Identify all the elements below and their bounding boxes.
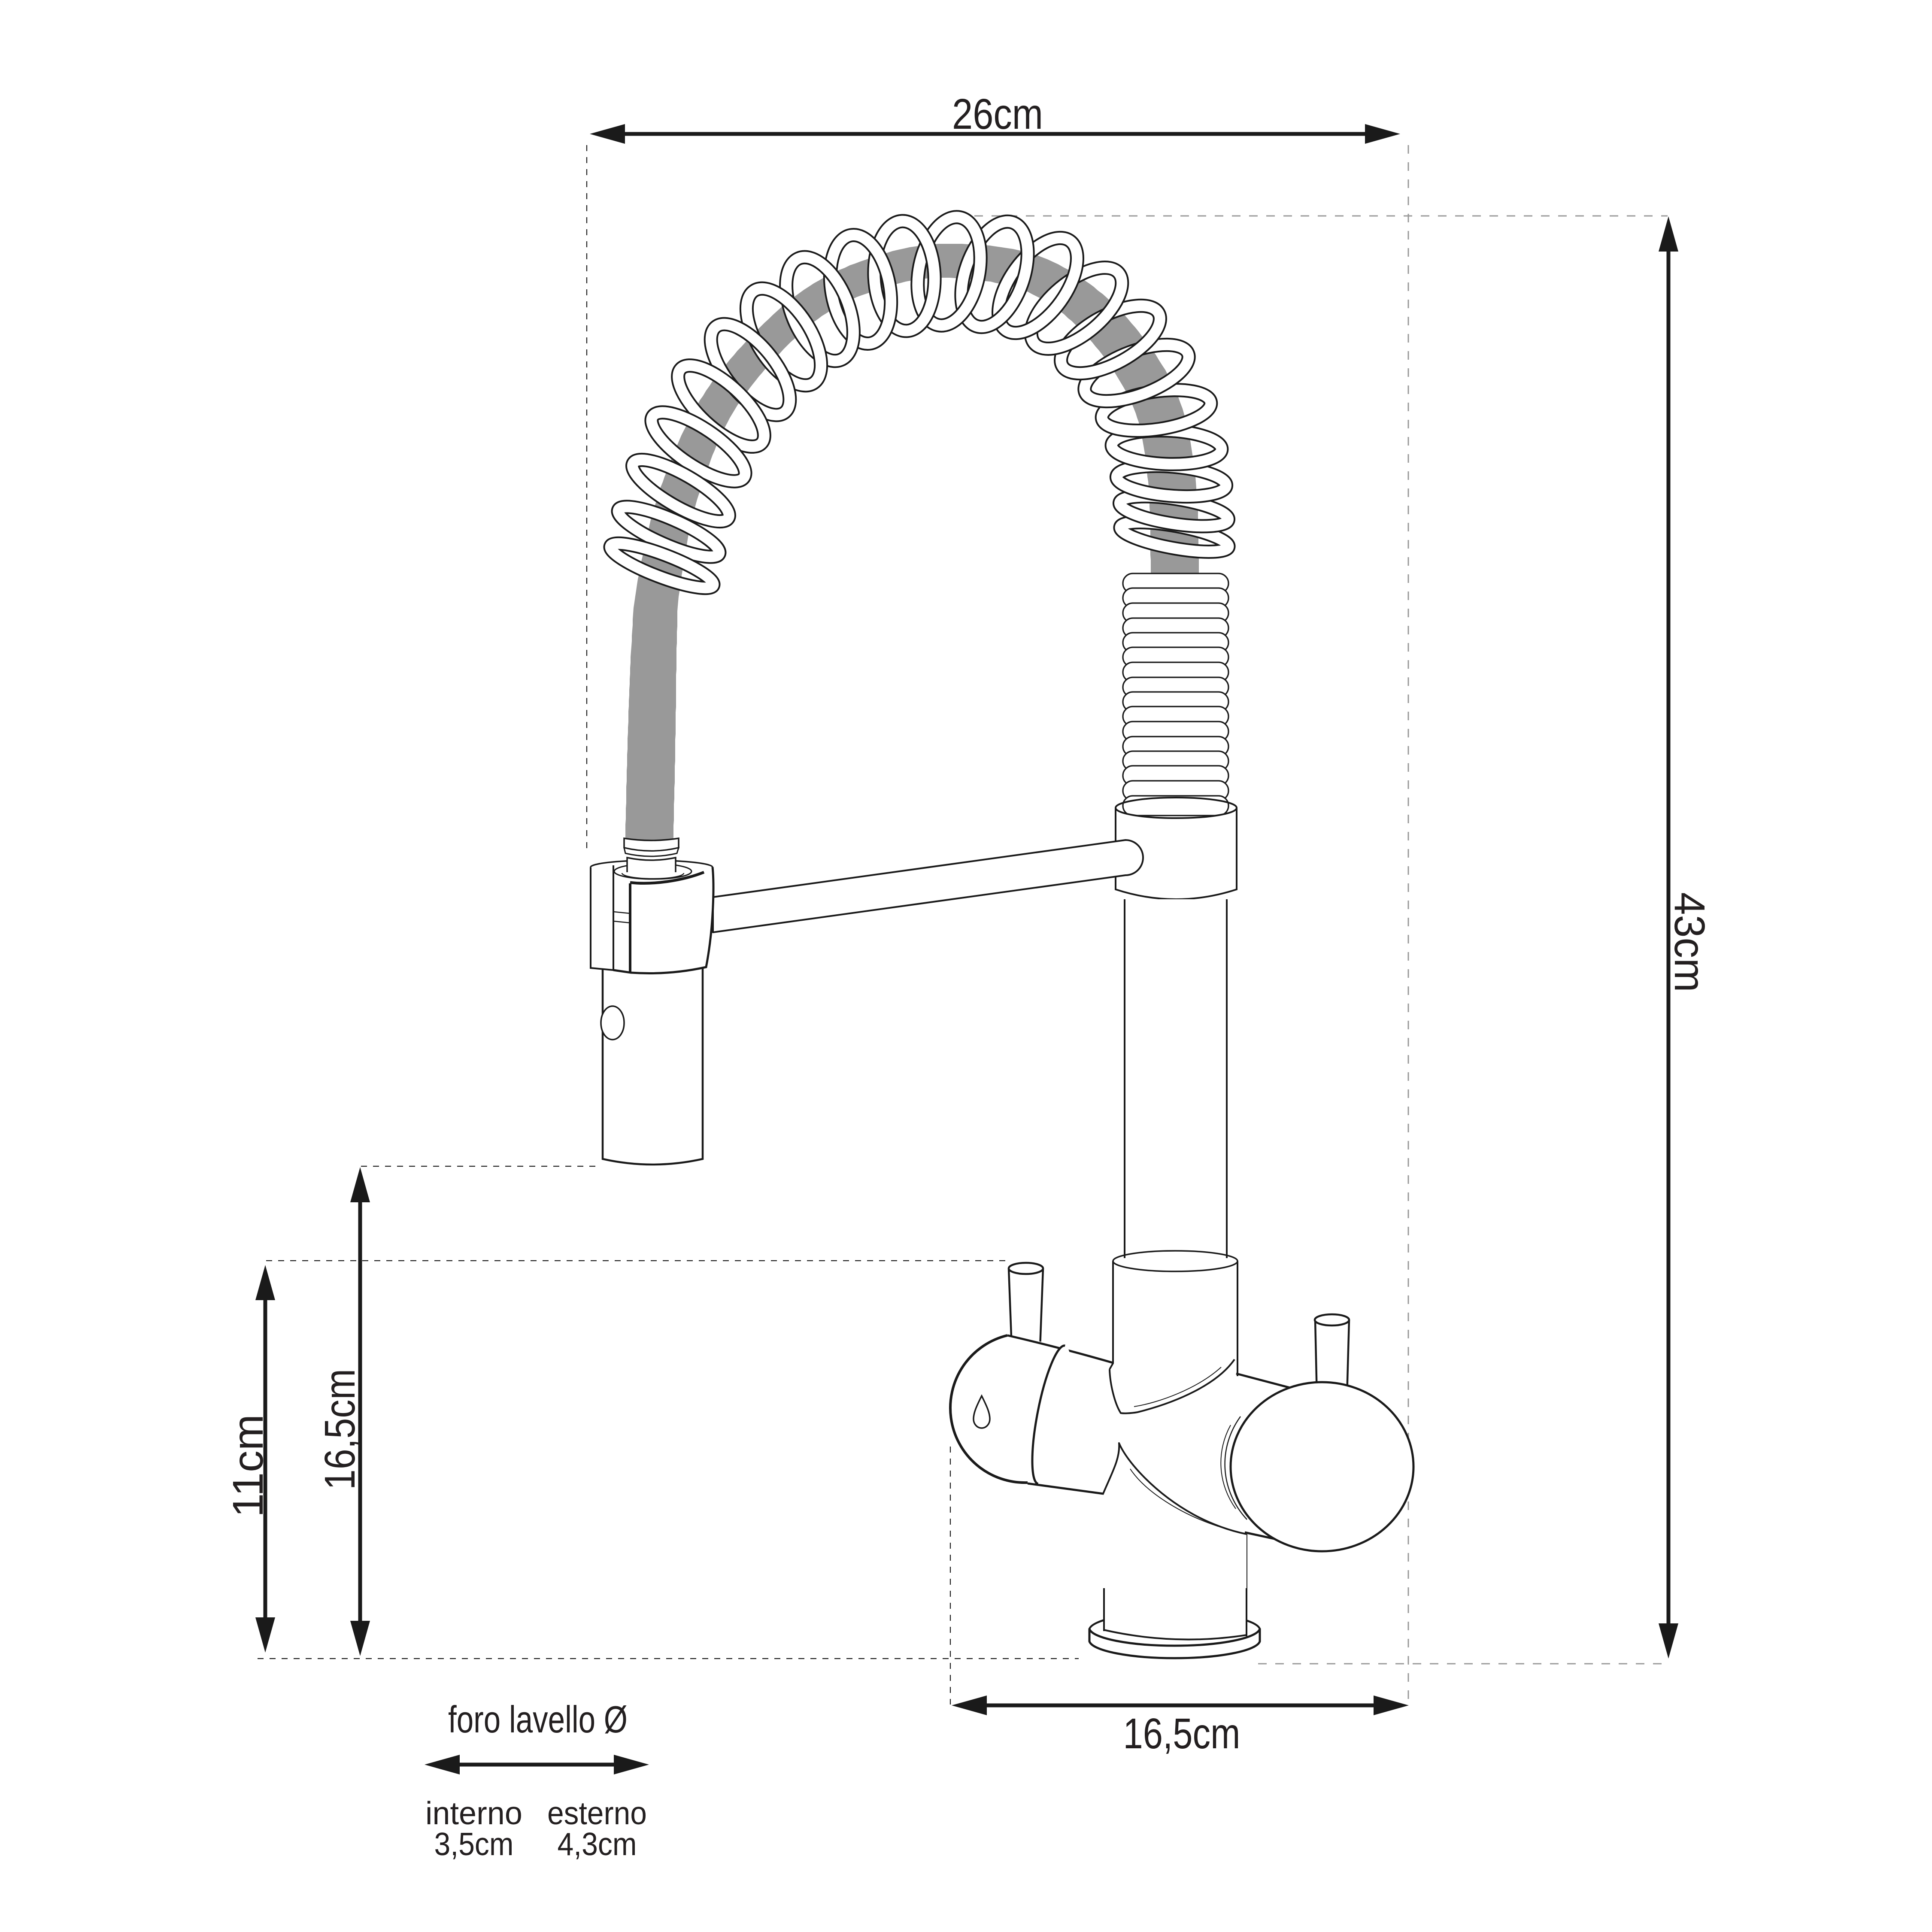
svg-text:16,5cm: 16,5cm	[1123, 1710, 1240, 1758]
svg-text:26cm: 26cm	[952, 90, 1043, 138]
svg-text:interno: interno	[425, 1795, 522, 1831]
svg-text:4,3cm: 4,3cm	[558, 1826, 637, 1862]
svg-text:3,5cm: 3,5cm	[434, 1826, 514, 1862]
svg-text:11cm: 11cm	[224, 1414, 272, 1517]
svg-text:foro lavello Ø: foro lavello Ø	[448, 1698, 628, 1741]
svg-text:16,5cm: 16,5cm	[316, 1369, 364, 1490]
svg-text:43cm: 43cm	[1665, 892, 1714, 992]
svg-text:esterno: esterno	[547, 1795, 647, 1831]
